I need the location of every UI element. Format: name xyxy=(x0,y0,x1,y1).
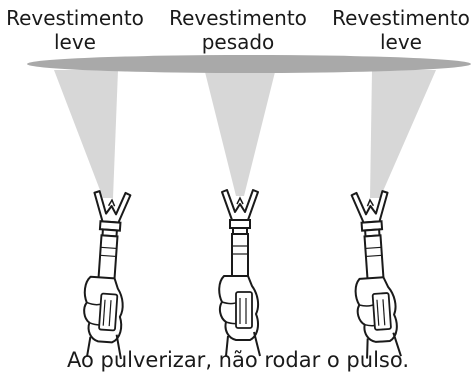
label-center-line1: Revestimento xyxy=(169,6,307,30)
coating-surface xyxy=(27,55,471,73)
spray-fan-center xyxy=(205,72,275,196)
label-heavy-coat-center: Revestimento pesado xyxy=(163,6,313,54)
label-light-coat-left: Revestimento leve xyxy=(0,6,150,54)
label-light-coat-right: Revestimento leve xyxy=(326,6,476,54)
spray-fan-left xyxy=(54,70,118,198)
spray-gun-center xyxy=(218,189,261,357)
label-left-line2: leve xyxy=(53,30,96,54)
label-left-line1: Revestimento xyxy=(6,6,144,30)
spray-gun-right xyxy=(347,189,402,361)
spray-fan-right xyxy=(370,70,436,198)
caption-instruction: Ao pulverizar, não rodar o pulso. xyxy=(66,348,409,372)
label-right-line1: Revestimento xyxy=(332,6,470,30)
label-center-line2: pesado xyxy=(201,30,275,54)
spray-gun-left xyxy=(79,189,134,361)
label-right-line2: leve xyxy=(379,30,422,54)
